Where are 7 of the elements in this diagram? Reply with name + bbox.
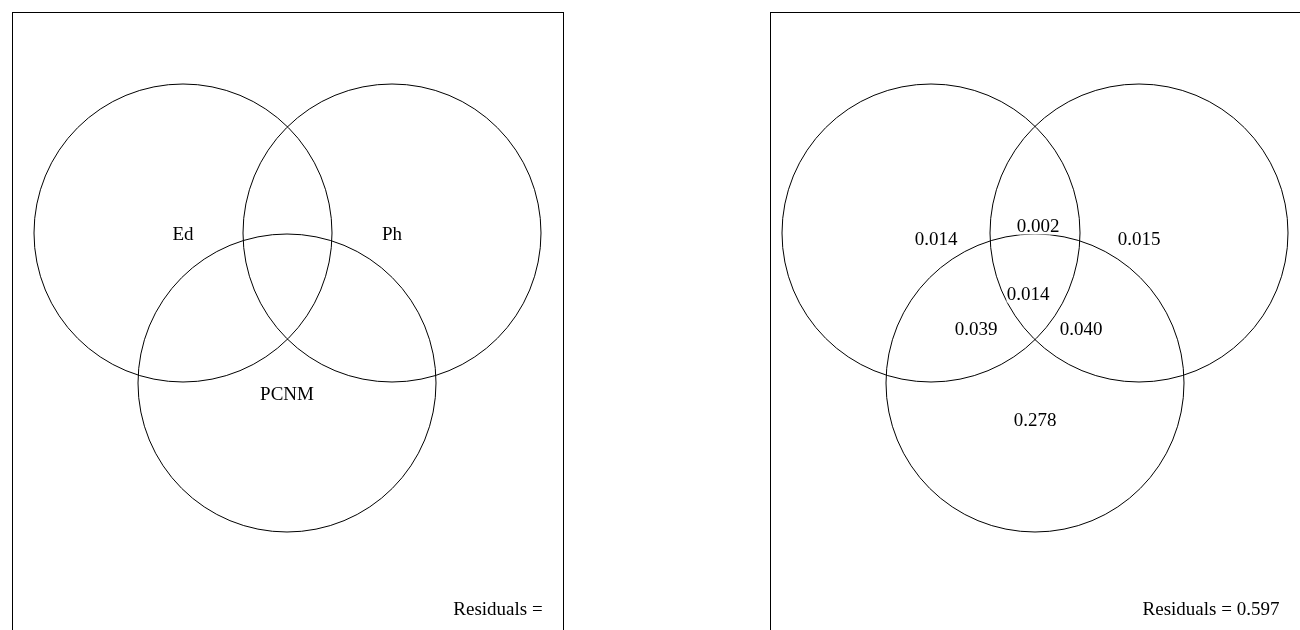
- set-label: Ph: [381, 223, 403, 243]
- set-label: Ed: [172, 223, 194, 243]
- panel-frame: [770, 12, 1300, 630]
- panel-frame: [12, 12, 564, 630]
- residuals-text: Residuals =: [453, 598, 543, 618]
- set-label: PCNM: [260, 383, 314, 403]
- residuals-text: Residuals = 0.597: [1142, 598, 1280, 618]
